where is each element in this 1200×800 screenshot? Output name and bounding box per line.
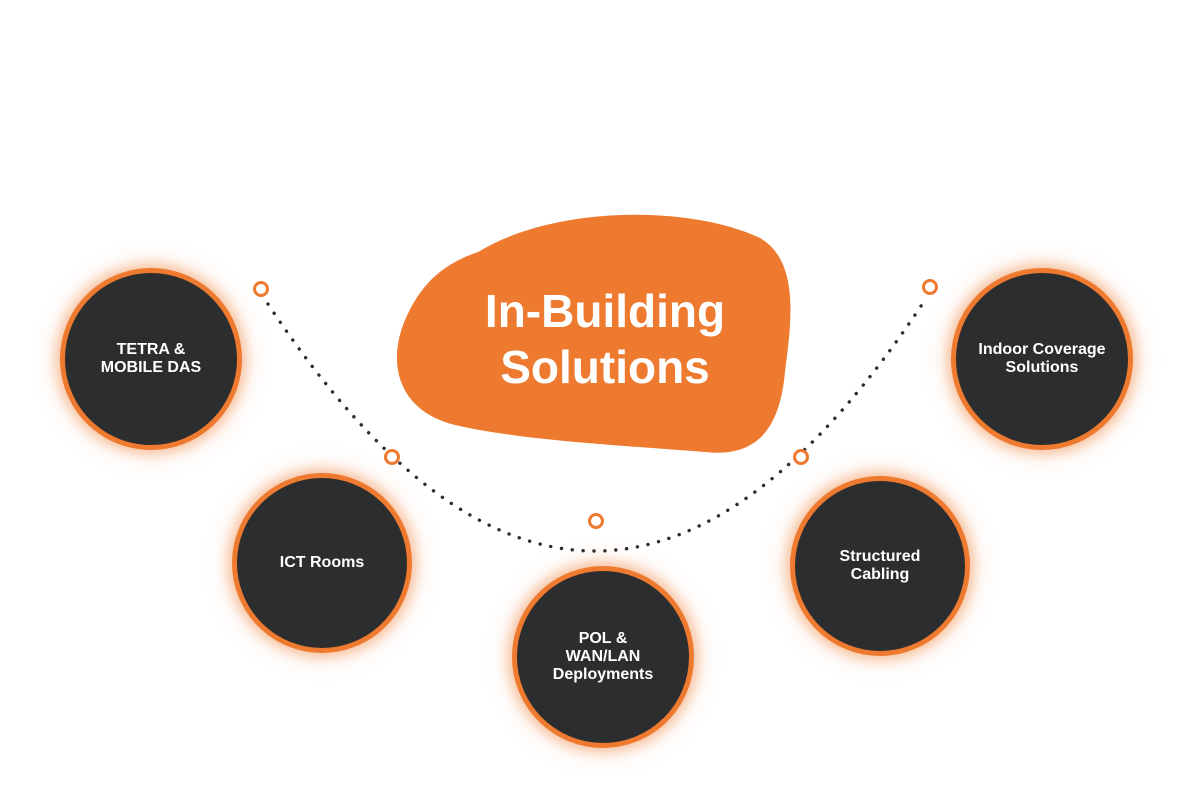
node-label: ICT Rooms <box>279 554 365 571</box>
hub-blob <box>396 214 791 453</box>
arc-ring-3 <box>588 513 604 529</box>
arc-ring-4 <box>793 449 809 465</box>
arc-ring-2 <box>384 449 400 465</box>
node-structured-cabling: Structured Cabling <box>790 476 970 656</box>
node-indoor-coverage: Indoor Coverage Solutions <box>951 268 1133 450</box>
node-pol-wan-lan: POL & WAN/LAN Deployments <box>512 566 694 748</box>
node-label: POL & WAN/LAN Deployments <box>552 630 654 683</box>
node-label: Indoor Coverage Solutions <box>978 341 1106 376</box>
arc-ring-5 <box>922 279 938 295</box>
node-label: Structured Cabling <box>839 548 921 583</box>
node-label: TETRA & MOBILE DAS <box>100 341 202 376</box>
node-tetra-mobile-das: TETRA & MOBILE DAS <box>60 268 242 450</box>
node-ict-rooms: ICT Rooms <box>232 473 412 653</box>
hub-title: In-Building Solutions <box>484 285 726 393</box>
arc-ring-1 <box>253 281 269 297</box>
